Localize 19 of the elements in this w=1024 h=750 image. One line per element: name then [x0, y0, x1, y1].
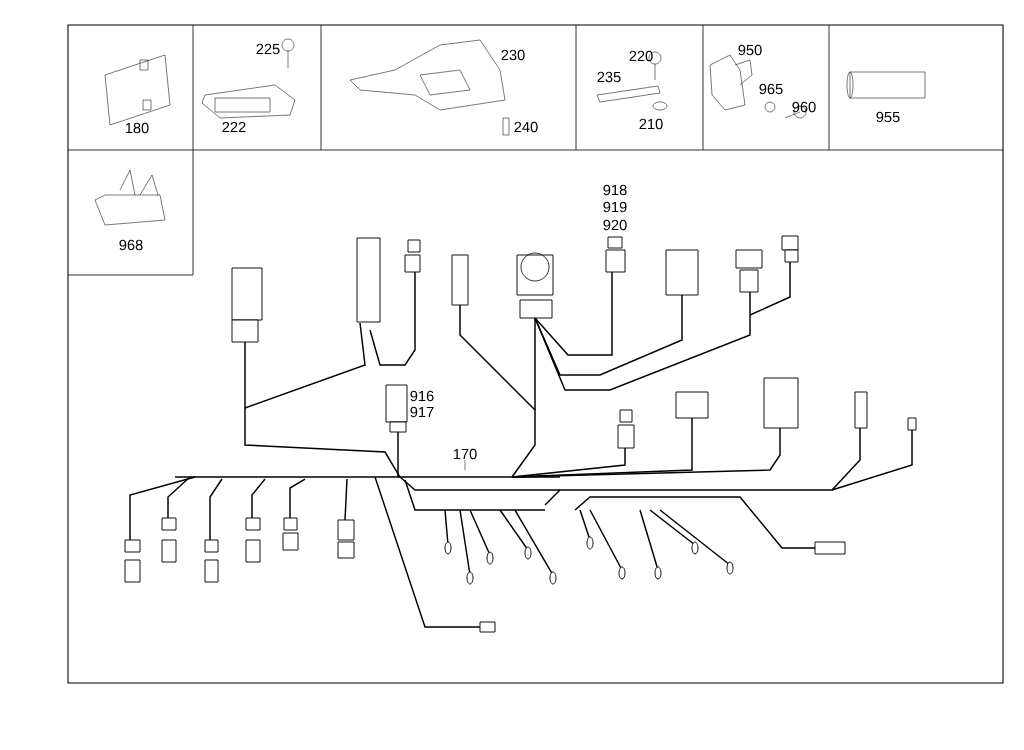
part-number: 950 — [738, 44, 762, 56]
part-number: 220 — [629, 50, 653, 62]
part-number: 225 — [256, 43, 280, 55]
part-number: 920 — [603, 219, 627, 231]
part-number: 916 — [410, 390, 434, 402]
part-number: 917 — [410, 406, 434, 418]
part-number: 955 — [876, 111, 900, 123]
part-number: 180 — [125, 122, 149, 134]
part-number: 240 — [514, 121, 538, 133]
part-number: 960 — [792, 101, 816, 113]
part-number: 968 — [119, 239, 143, 251]
part-number: 918 — [603, 184, 627, 196]
part-number: 222 — [222, 121, 246, 133]
part-number: 919 — [603, 201, 627, 213]
part-number: 965 — [759, 83, 783, 95]
part-number: 170 — [453, 448, 477, 460]
part-number: 230 — [501, 49, 525, 61]
part-number: 235 — [597, 71, 621, 83]
part-number: 210 — [639, 118, 663, 130]
